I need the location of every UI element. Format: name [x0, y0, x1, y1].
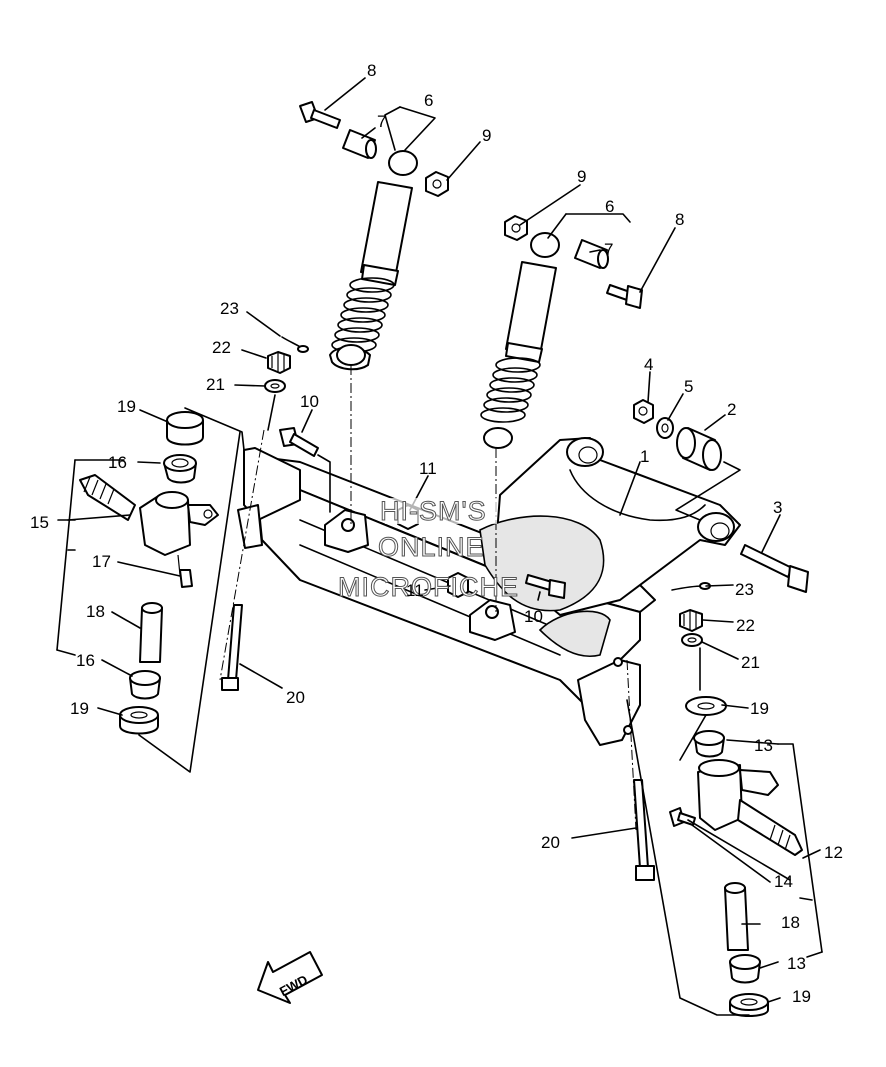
- callout-17: 17: [92, 552, 111, 571]
- callout-19-left-bottom: 19: [70, 699, 89, 718]
- fwd-arrow-icon: FWD: [257, 951, 323, 1004]
- callout-6-right: 6: [605, 197, 614, 216]
- callout-19-left-top: 19: [117, 397, 136, 416]
- bolt-8-right: [606, 284, 643, 309]
- knuckle-12-right: [697, 759, 803, 856]
- leader-lines: [56, 77, 823, 1016]
- cotter-pin-23-right: [671, 582, 711, 591]
- shock-absorber-right: [480, 232, 560, 449]
- bolt-17-left: [177, 554, 193, 588]
- cotter-pin-23-left: [281, 336, 309, 353]
- callout-1: 1: [640, 447, 649, 466]
- knuckle-15-left: [79, 474, 219, 556]
- bushing-16-left-top: [163, 454, 197, 484]
- nut-4: [633, 399, 654, 424]
- callout-2: 2: [727, 400, 736, 419]
- washer-21-left: [264, 379, 286, 393]
- callout-16-left-top: 16: [108, 453, 127, 472]
- centerline-right-kingpin: [626, 659, 637, 831]
- callout-10-right: 10: [524, 607, 543, 626]
- callout-4: 4: [644, 355, 653, 374]
- seal-19-right-bottom: [729, 993, 769, 1017]
- kingpin-bolt-20-left: [221, 604, 243, 691]
- shock-absorber-left: [329, 150, 418, 371]
- nut-9-right: [504, 215, 528, 241]
- castle-nut-22-left: [267, 351, 291, 374]
- callout-23-right: 23: [735, 580, 754, 599]
- bushing-13-right-top: [693, 730, 725, 758]
- bolt-3: [740, 544, 809, 593]
- callout-13-right-top: 13: [754, 736, 773, 755]
- collar-18-right: [724, 882, 749, 951]
- callout-9-left: 9: [482, 126, 491, 145]
- bolt-14-right: [669, 807, 696, 827]
- watermark-line3: MICROFICHE: [338, 572, 519, 602]
- callout-19-right-top: 19: [750, 699, 769, 718]
- callout-15: 15: [30, 513, 49, 532]
- bolt-8-left: [299, 101, 341, 129]
- centerline-left-kingpin: [219, 429, 265, 681]
- bushing-16-left-bottom: [129, 670, 161, 700]
- shock-bracket-left: [324, 509, 369, 553]
- callout-8-left: 8: [367, 61, 376, 80]
- seal-19-left-top: [166, 411, 204, 446]
- callout-22-left: 22: [212, 338, 231, 357]
- callout-6-left: 6: [424, 91, 433, 110]
- washer-5: [656, 417, 674, 439]
- callout-11-right: 11: [406, 581, 424, 600]
- callout-20-left: 20: [286, 688, 305, 707]
- callout-21-left: 21: [206, 375, 225, 394]
- collar-18-left: [139, 602, 163, 663]
- shock-bracket-right: [469, 599, 516, 641]
- nut-11-right: [447, 572, 469, 598]
- callout-19-right-bottom: 19: [792, 987, 811, 1006]
- callout-23-left: 23: [220, 299, 239, 318]
- bolt-10-right: [525, 574, 566, 599]
- callout-9-right: 9: [577, 167, 586, 186]
- callout-3: 3: [773, 498, 782, 517]
- bushing-13-right-bottom: [729, 954, 761, 984]
- arm-part-1: [479, 437, 741, 657]
- callout-18-right: 18: [781, 913, 800, 932]
- callout-12: 12: [824, 843, 843, 862]
- bolt-10-left: [279, 427, 319, 457]
- seal-19-left-bottom: [119, 706, 159, 735]
- callout-7-right: 7: [604, 240, 613, 259]
- callout-21-right: 21: [741, 653, 760, 672]
- washer-21-right: [681, 633, 703, 647]
- callout-10-left: 10: [300, 392, 319, 411]
- callout-5: 5: [684, 377, 693, 396]
- collar-7-right: [574, 239, 609, 269]
- watermark-line1: HI-SM'S: [380, 496, 487, 526]
- callout-labels: 8 6 7 9 9 6 7 8 23 22 21 4 5 2 19 10 1 1…: [30, 61, 843, 1006]
- callout-7-left: 7: [377, 112, 386, 131]
- kingpin-bolt-20-right: [633, 779, 655, 881]
- nut-9-left: [425, 171, 449, 197]
- bushing-2: [676, 427, 722, 471]
- callout-11-left: 11: [419, 459, 437, 478]
- callout-13-right-bottom: 13: [787, 954, 806, 973]
- watermark: HI-SM'S ONLINE MICROFICHE: [338, 496, 519, 603]
- callout-18-left: 18: [86, 602, 105, 621]
- callout-14: 14: [774, 872, 793, 891]
- collar-7-left: [342, 129, 377, 159]
- callout-22-right: 22: [736, 616, 755, 635]
- washer-19-right-top: [685, 696, 727, 716]
- watermark-line2: ONLINE: [378, 532, 485, 562]
- callout-20-right: 20: [541, 833, 560, 852]
- callout-8-right: 8: [675, 210, 684, 229]
- castle-nut-22-right: [679, 609, 703, 632]
- callout-16-left-bottom: 16: [76, 651, 95, 670]
